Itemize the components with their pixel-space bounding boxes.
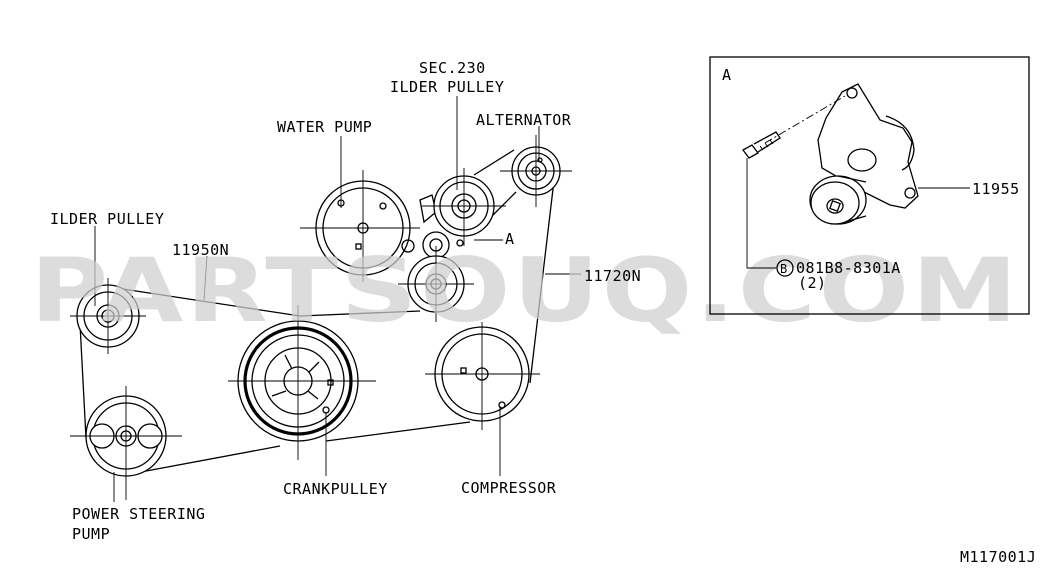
label-bolt-qty: (2) — [798, 274, 827, 292]
tensioner-pulley-inset — [809, 175, 867, 225]
power-steering-pump — [70, 386, 182, 500]
idler-pulley-lower — [398, 246, 474, 322]
compressor-pulley — [425, 322, 540, 430]
idler-pulley-sec230 — [422, 168, 506, 246]
label-crankpulley: CRANKPULLEY — [283, 480, 388, 498]
label-compressor: COMPRESSOR — [461, 479, 557, 497]
label-belt-11720n: 11720N — [584, 267, 641, 285]
crank-pulley — [228, 305, 376, 460]
leader-lines — [94, 96, 581, 502]
bolt-symbol: B — [780, 262, 788, 276]
alternator-pulley — [500, 135, 572, 207]
inset-frame — [709, 56, 1030, 315]
diagram-code: M117001J — [960, 548, 1036, 566]
tensioner-plate — [817, 83, 919, 209]
bolt-symbol-circle — [776, 259, 794, 277]
idler-pulley-left — [70, 278, 146, 354]
label-power-steering-pump: PUMP — [72, 525, 110, 543]
label-power-steering: POWER STEERING — [72, 505, 205, 523]
label-11955: 11955 — [972, 180, 1020, 198]
label-ref-a: A — [505, 230, 515, 248]
belt-11720n — [325, 149, 556, 442]
label-ilder-pulley-top: ILDER PULLEY — [390, 78, 504, 96]
label-water-pump: WATER PUMP — [277, 118, 372, 136]
watermark: PARTSOUQ.COM — [30, 239, 1020, 342]
label-bolt-part: 081B8-8301A — [796, 259, 901, 277]
bolt-icon — [742, 95, 846, 159]
label-belt-11950n: 11950N — [172, 241, 229, 259]
inset-title: A — [722, 66, 732, 84]
label-sec230: SEC.230 — [419, 59, 486, 77]
water-pump-pulley — [300, 170, 420, 282]
label-ilder-pulley-left: ILDER PULLEY — [50, 210, 164, 228]
inset-detail-a: A 11955 B 081B8-8301A (2) — [709, 56, 1030, 315]
label-alternator: ALTERNATOR — [476, 111, 572, 129]
